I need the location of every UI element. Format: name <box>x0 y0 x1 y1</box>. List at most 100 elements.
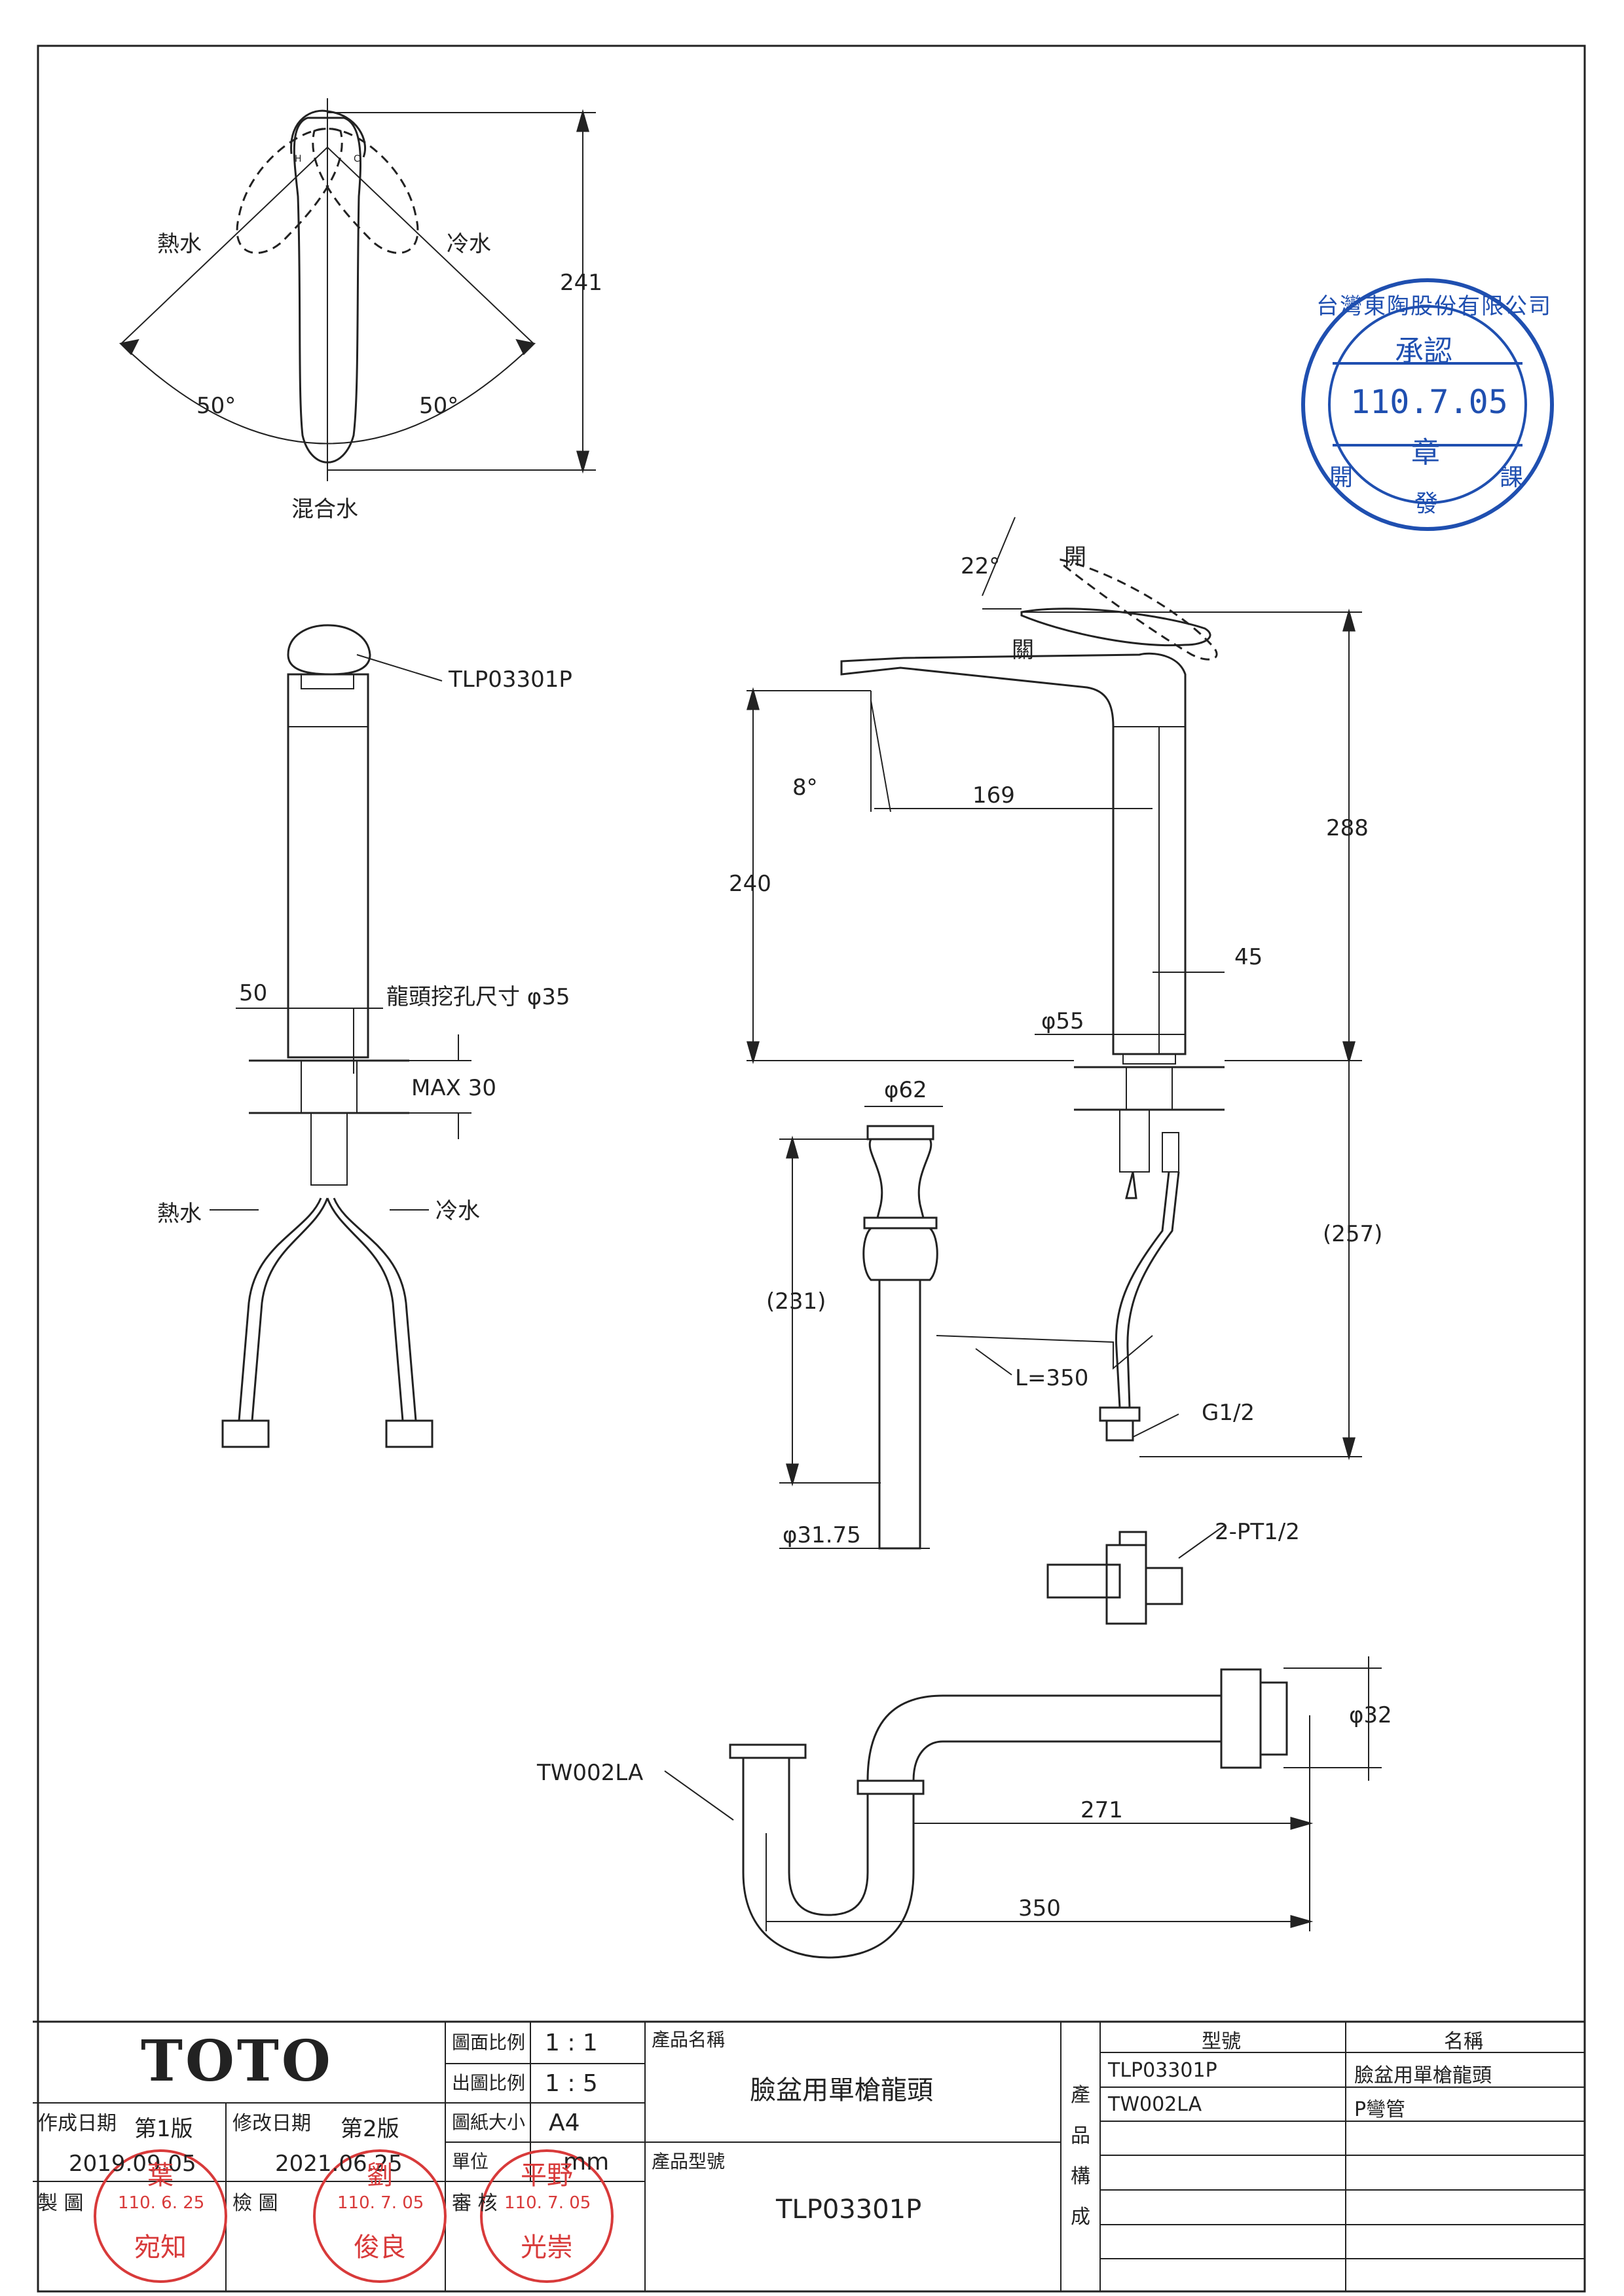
side-view <box>747 517 1362 1625</box>
side-spout <box>840 652 1187 1055</box>
front-part-label: TLP03301P <box>449 666 572 693</box>
p-trap <box>664 1656 1382 1959</box>
row1-model: TLP03301P <box>1108 2059 1217 2082</box>
approve-label: 審 核 <box>452 2192 498 2215</box>
unit-label: 單位 <box>452 2151 489 2172</box>
stamp-approve-date: 110. 7. 05 <box>504 2193 591 2213</box>
hose-cold <box>333 1197 417 1421</box>
top-height-dim: 241 <box>560 270 602 296</box>
trap-len-271: 271 <box>1080 1797 1123 1823</box>
stamp-check-bottom: 俊良 <box>354 2232 406 2263</box>
stamp-check-date: 110. 7. 05 <box>337 2193 424 2213</box>
side-angle-22: 22° <box>961 553 1001 579</box>
stamp-drawn-bottom: 宛知 <box>134 2232 187 2263</box>
side-open-label: 開 <box>1064 544 1086 570</box>
stamp-blue-ring: 台灣東陶股份有限公司 <box>1316 293 1552 319</box>
top-hot-label: 熱水 <box>157 231 202 257</box>
side-pipe-dia: φ31.75 <box>783 1522 861 1548</box>
side-drain-dia: φ62 <box>884 1077 927 1103</box>
side-base-dim: φ55 <box>1041 1008 1084 1034</box>
rev-date: 2021.06.25 <box>275 2151 403 2177</box>
stamp-drawn-date: 110. 6. 25 <box>118 2193 205 2213</box>
handle-h-mark: H <box>295 154 302 164</box>
scale-out-label: 出圖比例 <box>452 2072 526 2094</box>
handle-c-mark: C <box>354 154 360 164</box>
stamp-approve-top: 平野 <box>521 2160 573 2191</box>
stamp-blue-dept-right: 課 <box>1500 464 1524 491</box>
drawing-border <box>37 45 1586 2293</box>
front-handle <box>287 624 371 676</box>
stamp-blue-dept-left: 開 <box>1329 464 1354 491</box>
col-name-header: 名稱 <box>1444 2030 1483 2053</box>
side-height-288: 288 <box>1326 815 1369 841</box>
trap-dia-dim: φ32 <box>1349 1702 1392 1728</box>
front-hot-label: 熱水 <box>157 1201 202 1227</box>
col-model-header: 型號 <box>1202 2030 1241 2053</box>
trap-part-label: TW002LA <box>537 1760 644 1786</box>
side-lever-closed <box>1020 608 1211 647</box>
stamp-drawn-top: 葉 <box>147 2160 174 2191</box>
side-below-257: (257) <box>1323 1221 1383 1247</box>
product-name: 臉盆用單槍龍頭 <box>750 2075 933 2105</box>
stamp-blue-mark: 章 <box>1411 436 1440 469</box>
side-valve-label: 2-PT1/2 <box>1215 1519 1300 1545</box>
pull-rod <box>936 1335 1153 1370</box>
toto-logo: TOTO <box>141 2028 333 2094</box>
top-view <box>119 98 596 481</box>
row1-name: 臉盆用單槍龍頭 <box>1354 2064 1492 2087</box>
top-cold-label: 冷水 <box>447 231 491 257</box>
ray-right <box>327 147 534 344</box>
stamp-blue-top: 承認 <box>1395 335 1452 368</box>
leader-rod <box>975 1348 1012 1376</box>
front-view <box>210 624 471 1448</box>
top-mixed-label: 混合水 <box>291 496 358 522</box>
paper-label: 圖紙大小 <box>452 2111 526 2133</box>
drain-assembly <box>862 1125 938 1550</box>
handle-swing-hot <box>236 128 343 254</box>
red-stamps <box>94 2149 614 2283</box>
scale-draw-label: 圖面比例 <box>452 2032 526 2053</box>
approval-stamp-blue <box>1301 278 1554 531</box>
made-date: 2019.09.05 <box>69 2151 196 2177</box>
scale-draw: 1 : 1 <box>545 2030 598 2056</box>
product-model-label: 產品型號 <box>652 2151 726 2172</box>
stamp-check-top: 劉 <box>367 2160 393 2191</box>
top-angle-right: 50° <box>419 393 459 419</box>
made-version: 第1版 <box>134 2116 193 2142</box>
hose-hot <box>238 1197 322 1421</box>
made-date-label: 作成日期 <box>38 2112 117 2135</box>
angle-valve <box>1046 1525 1225 1625</box>
rev-date-label: 修改日期 <box>232 2112 311 2135</box>
side-close-label: 關 <box>1012 637 1034 663</box>
composition-label: 產品構成 <box>1071 2084 1090 2229</box>
side-rod-len: L=350 <box>1015 1365 1089 1391</box>
side-offset-45: 45 <box>1234 944 1263 970</box>
ray-left <box>120 147 328 344</box>
check-label: 檢 圖 <box>232 2192 278 2215</box>
product-name-label: 產品名稱 <box>652 2029 726 2050</box>
front-hole-label: 龍頭挖孔尺寸 φ35 <box>386 984 570 1010</box>
stamp-approve-bottom: 光崇 <box>521 2232 573 2263</box>
unit-value: mm <box>563 2149 610 2176</box>
product-model: TLP03301P <box>776 2195 922 2225</box>
leader-front-part <box>356 654 443 682</box>
leader-g12 <box>1132 1413 1179 1438</box>
title-block-grid <box>33 2020 1585 2291</box>
leader-trap <box>664 1770 734 1821</box>
rev-version: 第2版 <box>341 2116 399 2142</box>
handle-outline <box>293 117 361 464</box>
side-reach-dim: 169 <box>972 782 1015 809</box>
paper-size: A4 <box>549 2109 580 2136</box>
side-angle-8: 8° <box>792 774 818 801</box>
trap-len-350: 350 <box>1018 1895 1061 1922</box>
stamp-blue-date: 110.7.05 <box>1350 383 1508 421</box>
top-angle-left: 50° <box>196 393 236 419</box>
front-cold-label: 冷水 <box>435 1198 480 1224</box>
row2-model: TW002LA <box>1108 2093 1202 2116</box>
stamp-blue-dept-mid: 發 <box>1414 490 1439 517</box>
front-max-label: MAX 30 <box>411 1075 496 1101</box>
front-body <box>287 673 369 1059</box>
side-drain-231: (231) <box>766 1288 826 1315</box>
side-height-240: 240 <box>729 871 771 897</box>
